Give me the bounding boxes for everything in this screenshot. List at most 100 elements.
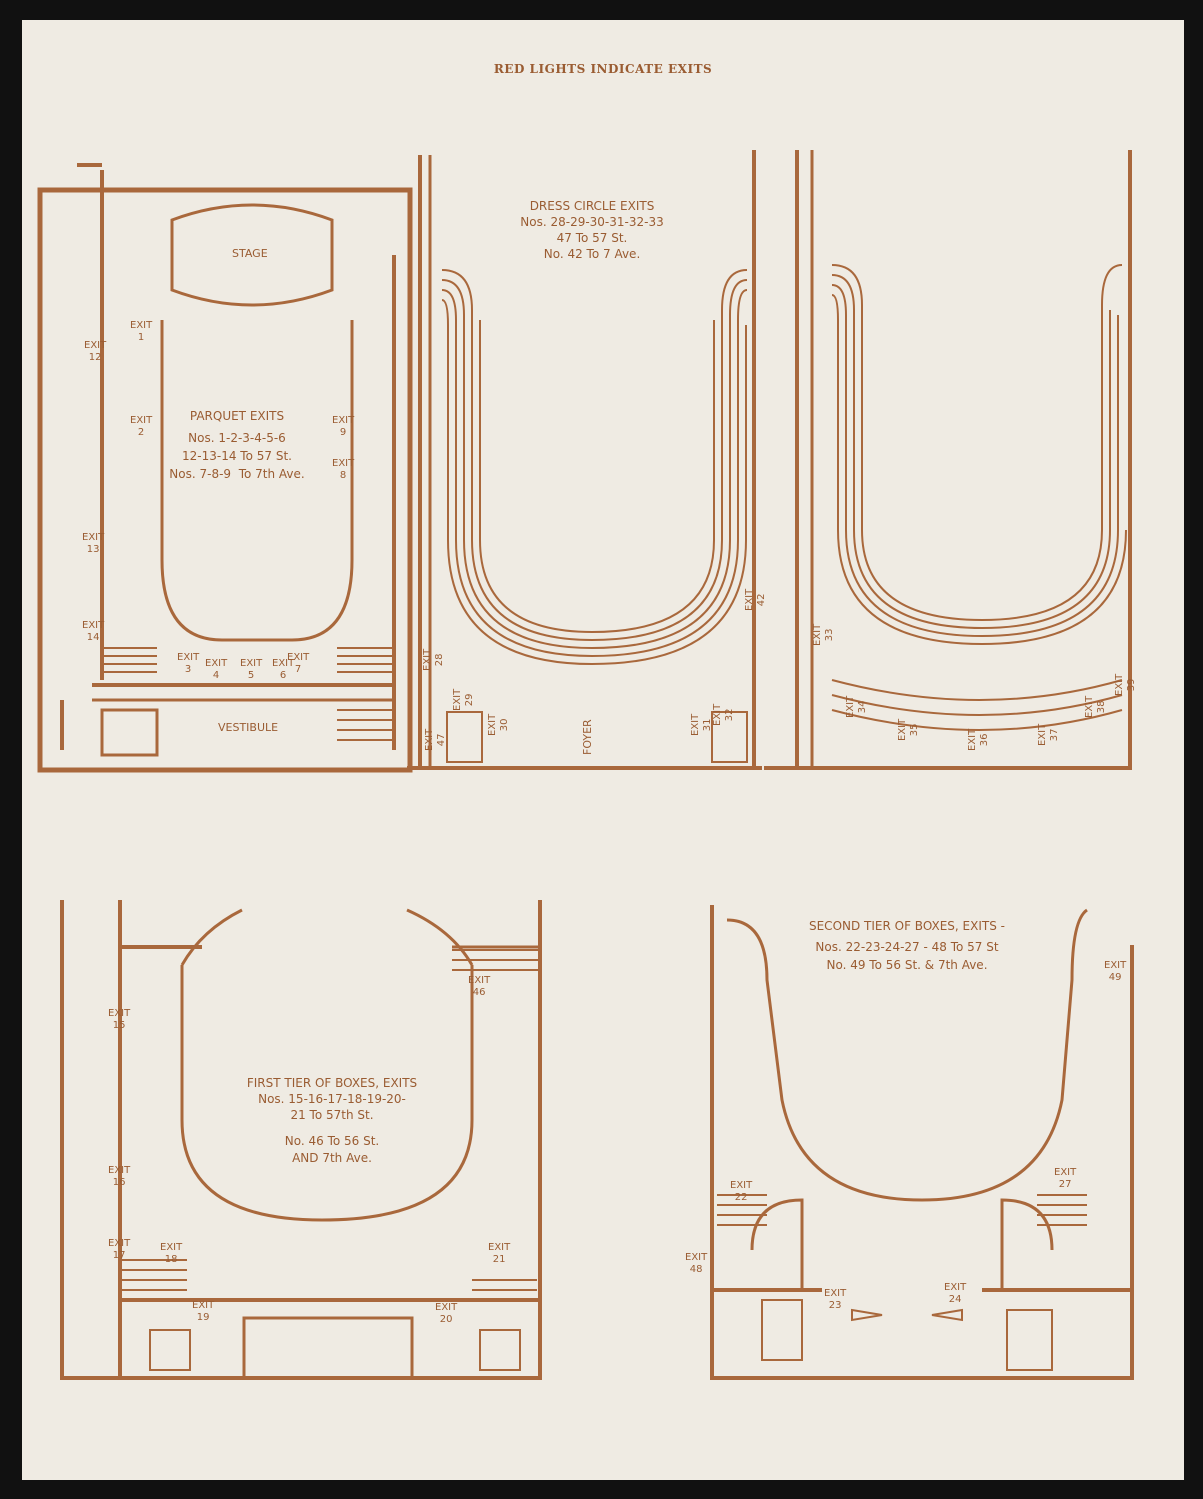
exit-number: 13: [86, 544, 100, 555]
exit-word: EXIT: [1054, 1167, 1077, 1178]
exit-word: EXIT: [897, 718, 908, 741]
exit-word: EXIT: [824, 1288, 847, 1299]
exit-number: 49: [1108, 972, 1122, 983]
exit-number: 19: [196, 1312, 210, 1323]
exit-number: 46: [472, 987, 486, 998]
exit-word: EXIT: [812, 623, 823, 646]
exit-number: 16: [112, 1177, 126, 1188]
exit-word: EXIT: [744, 588, 755, 611]
first-tier-line2: 21 To 57th St.: [290, 1108, 374, 1122]
parquet-exits-line3: Nos. 7-8-9 To 7th Ave.: [169, 467, 305, 481]
exit-number: 30: [499, 718, 510, 732]
exit-word: EXIT: [332, 415, 355, 426]
exit-number: 36: [979, 733, 990, 747]
exit-word: EXIT: [452, 688, 463, 711]
first-tier-plan: [60, 900, 542, 1380]
exit-number: 24: [948, 1294, 962, 1305]
exit-word: EXIT: [82, 620, 105, 631]
exit-word: EXIT: [730, 1180, 753, 1191]
exit-word: EXIT: [272, 658, 295, 669]
exit-word: EXIT: [240, 658, 263, 669]
exit-word: EXIT: [1114, 673, 1125, 696]
dress-circle-plan-right: [764, 150, 1132, 770]
exit-number: 6: [279, 670, 287, 681]
exit-word: EXIT: [287, 652, 310, 663]
parquet-exits-line1: Nos. 1-2-3-4-5-6: [188, 431, 286, 445]
exit-word: EXIT: [130, 415, 153, 426]
exit-number: 4: [212, 670, 220, 681]
exit-word: EXIT: [468, 975, 491, 986]
exit-word: EXIT: [1104, 960, 1127, 971]
exit-number: 28: [434, 653, 445, 667]
exit-word: EXIT: [422, 648, 433, 671]
exit-number: 32: [724, 708, 735, 722]
exit-number: 21: [492, 1254, 506, 1265]
first-tier-heading: FIRST TIER OF BOXES, EXITS: [246, 1076, 418, 1090]
exit-word: EXIT: [332, 458, 355, 469]
second-tier-line1: Nos. 22-23-24-27 - 48 To 57 St: [815, 940, 999, 954]
exit-word: EXIT: [160, 1242, 183, 1253]
exit-number: 47: [436, 733, 447, 747]
exit-number: 34: [857, 700, 868, 714]
stage-label: STAGE: [232, 247, 268, 260]
floor-plans-svg: [37, 150, 1134, 1380]
exit-word: EXIT: [845, 695, 856, 718]
exit-number: 9: [339, 427, 347, 438]
parquet-plan: [37, 163, 413, 773]
dress-circle-line2: 47 To 57 St.: [556, 231, 628, 245]
exit-number: 22: [734, 1192, 748, 1203]
first-tier-line1: Nos. 15-16-17-18-19-20-: [258, 1092, 406, 1106]
exit-word: EXIT: [967, 728, 978, 751]
parquet-exits-heading: PARQUET EXITS: [189, 409, 285, 423]
exit-word: EXIT: [488, 1242, 511, 1253]
exit-number: 27: [1058, 1179, 1072, 1190]
exit-word: EXIT: [685, 1252, 708, 1263]
exit-word: EXIT: [108, 1238, 131, 1249]
exit-number: 39: [1126, 678, 1137, 692]
exit-number: 5: [247, 670, 255, 681]
exit-number: 18: [164, 1254, 178, 1265]
exit-word: EXIT: [944, 1282, 967, 1293]
exit-number: 7: [294, 664, 302, 675]
exit-word: EXIT: [192, 1300, 215, 1311]
exit-word: EXIT: [130, 320, 153, 331]
exit-number: 42: [756, 593, 767, 607]
exit-word: EXIT: [108, 1008, 131, 1019]
exit-word: EXIT: [177, 652, 200, 663]
exit-word: EXIT: [690, 713, 701, 736]
exit-word: EXIT: [1037, 723, 1048, 746]
exit-number: 23: [828, 1300, 842, 1311]
exit-word: EXIT: [82, 532, 105, 543]
exit-word: EXIT: [108, 1165, 131, 1176]
exit-number: 38: [1096, 700, 1107, 714]
exit-number: 1: [137, 332, 145, 343]
parquet-exits-line2: 12-13-14 To 57 St.: [182, 449, 292, 463]
first-tier-line4: AND 7th Ave.: [292, 1151, 372, 1165]
program-sheet: RED LIGHTS INDICATE EXITS: [22, 20, 1184, 1480]
